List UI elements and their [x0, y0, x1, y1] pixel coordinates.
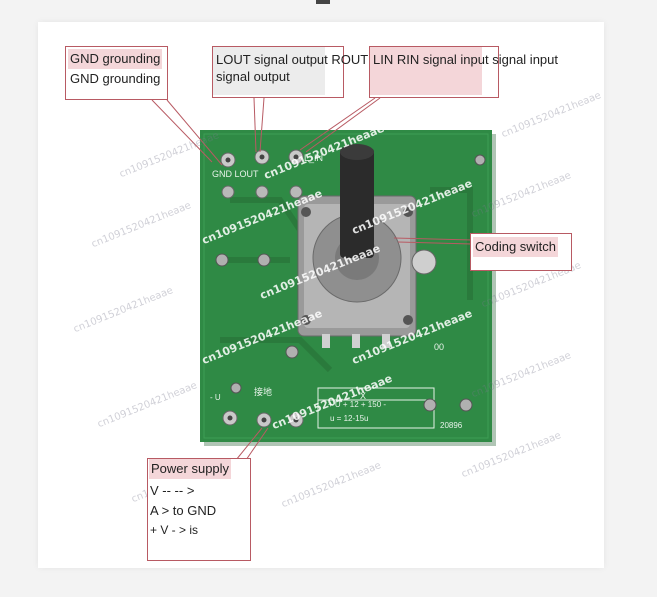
callout-power-line1: Power supply	[149, 459, 232, 479]
silk-minus-u: - U	[210, 393, 221, 402]
silk-x: X	[360, 391, 367, 401]
callout-gnd-line1: GND grounding	[68, 49, 163, 69]
mounting-lug	[411, 249, 437, 275]
silk-spec-line1: + U + 12 + 150 -	[328, 400, 387, 409]
bottom-header-pins	[222, 154, 486, 428]
left-pads	[215, 253, 299, 394]
callout-gnd-line2: GND grounding	[70, 71, 161, 86]
callout-gnd: GND grounding GND grounding	[65, 46, 168, 100]
encoder-shaft	[340, 148, 374, 258]
pcb-trace	[220, 337, 333, 373]
callout-power-line2: V -- -- >	[150, 483, 195, 498]
silk-spec-line2: u = 12-15u	[330, 414, 369, 423]
callout-lin-line1: LIN RIN signal input signal input	[373, 52, 558, 67]
callout-power-supply: Power supply V -- -- > A > to GND + V - …	[147, 458, 251, 561]
silk-00: 00	[434, 342, 445, 352]
silk-l-in: L_IN	[304, 153, 324, 163]
top-edge-mark	[316, 0, 330, 4]
top-header-pins	[220, 149, 304, 199]
silk-code: 20896	[440, 421, 463, 430]
silk-jiedi: 接地	[254, 387, 273, 397]
callout-lout: LOUT signal output ROUT signal output	[212, 46, 368, 98]
silk-gnd-lout: GND LOUT	[212, 169, 259, 179]
callout-lout-line1: LOUT signal output ROUT	[216, 52, 369, 67]
callout-lout-line2: signal output	[216, 69, 290, 84]
callout-coding-line1: Coding switch	[473, 237, 558, 257]
pcb-edge	[203, 133, 489, 439]
callout-lin: LIN RIN signal input signal input	[369, 46, 558, 98]
leader-lines	[151, 97, 473, 461]
rotary-encoder	[297, 144, 417, 348]
callout-power-line3: A > to GND	[150, 503, 217, 518]
callout-coding-switch: Coding switch	[470, 233, 572, 271]
callout-power-line4: + V - > is	[150, 523, 199, 537]
